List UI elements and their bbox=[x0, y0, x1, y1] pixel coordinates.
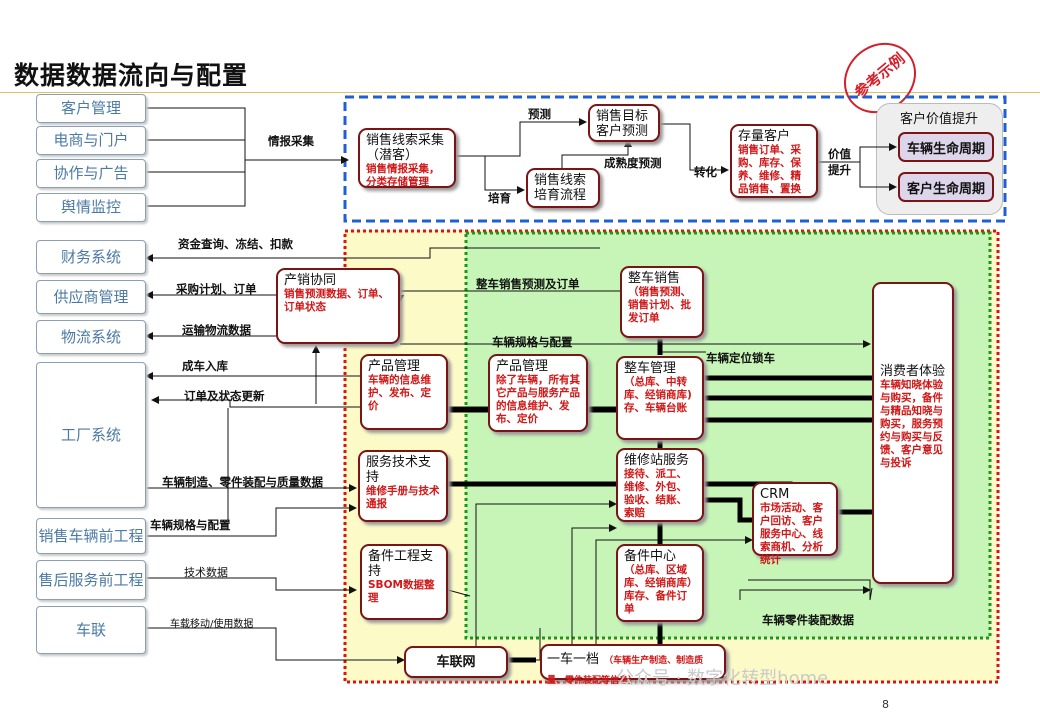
label-mfg: 车辆制造、零件装配与质量数据 bbox=[162, 475, 323, 489]
value-group-title: 客户价值提升 bbox=[900, 112, 979, 127]
source-opinion: 舆情监控 bbox=[36, 193, 146, 222]
one-car-title: 一车一档 bbox=[547, 652, 600, 667]
label-convert: 转化 bbox=[694, 165, 717, 179]
service-tech-sub: 维修手册与技术通报 bbox=[366, 485, 440, 510]
label-nurture: 培育 bbox=[488, 191, 511, 205]
one-car-sub: （车辆生产制造、制造质量、零件装配等信息） bbox=[547, 656, 704, 686]
parts-center-sub: （总库、区域库、经销商库）库存、备件订单 bbox=[624, 564, 693, 615]
label-parts-data: 车辆零件装配数据 bbox=[762, 613, 854, 627]
consumer-title: 消费者体验 bbox=[880, 364, 946, 379]
one-car-box: 一车一档 （车辆生产制造、制造质量、零件装配等信息） bbox=[540, 644, 726, 686]
telematics-net-label: 车联网 bbox=[436, 655, 476, 670]
parts-eng-sub: SBOM数据整理 bbox=[368, 579, 435, 604]
prod-collab-box: 产销协同 销售预测数据、订单、订单状态 bbox=[276, 268, 400, 344]
page-title: 数据数据流向与配置 bbox=[14, 61, 249, 90]
green-dashed-border bbox=[464, 231, 992, 640]
label-forecast: 预测 bbox=[528, 107, 551, 121]
vehicle-mgmt-sub: （总库、中转库、经销商库)存、车辆台账 bbox=[624, 376, 692, 414]
product-mgmt2-title: 产品管理 bbox=[496, 359, 549, 374]
label-inbound: 成车入库 bbox=[182, 359, 228, 373]
lead-collect-title: 销售线索采集（潜客） bbox=[366, 133, 445, 163]
parts-center-box: 备件中心 （总库、区域库、经销商库）库存、备件订单 bbox=[616, 544, 704, 622]
label-order-status: 订单及状态更新 bbox=[184, 389, 265, 403]
product-mgmt-title: 产品管理 bbox=[368, 359, 421, 374]
label-funds: 资金查询、冻结、扣款 bbox=[178, 237, 293, 251]
product-mgmt2-sub: 除了车辆，所有其它产品与服务产品的信息维护、发布、定价 bbox=[496, 374, 580, 425]
lead-collect-box: 销售线索采集（潜客） 销售情报采集，分类存储管理 bbox=[358, 128, 456, 188]
source-customer: 客户管理 bbox=[36, 94, 146, 123]
label-purchase: 采购计划、订单 bbox=[176, 282, 257, 296]
parts-eng-box: 备件工程支持 SBOM数据整理 bbox=[360, 544, 448, 620]
customer-lifecycle-box: 客户生命周期 bbox=[898, 172, 994, 202]
crm-sub: 市场活动、客户回访、客户服务中心、线索商机、分析统计 bbox=[760, 502, 823, 566]
label-spec: 车辆规格与配置 bbox=[150, 518, 231, 532]
source-supplier: 供应商管理 bbox=[36, 280, 146, 314]
prod-collab-title: 产销协同 bbox=[284, 273, 337, 288]
stock-title: 存量客户 bbox=[738, 129, 791, 144]
label-spec2: 车辆规格与配置 bbox=[492, 335, 573, 349]
vehicle-sales-box: 整车销售 （销售预测、销售计划、批发订单 bbox=[620, 266, 704, 338]
vehicle-mgmt-title: 整车管理 bbox=[624, 361, 677, 376]
title-divider bbox=[0, 92, 1040, 93]
label-intel: 情报采集 bbox=[268, 134, 314, 148]
source-finance: 财务系统 bbox=[36, 240, 146, 274]
consumer-sub: 车辆知晓体验与购买，备件与精品知晓与购买，服务预约与购买与反馈、客户意见与投诉 bbox=[880, 379, 943, 469]
vehicle-sales-title: 整车销售 bbox=[628, 271, 681, 286]
lead-nurture-box: 销售线索培育流程 bbox=[526, 168, 600, 208]
service-tech-title: 服务技术支持 bbox=[366, 455, 432, 485]
label-transport: 运输物流数据 bbox=[182, 323, 251, 337]
source-telematics: 车联 bbox=[36, 606, 146, 654]
label-telem-data: 车载移动/使用数据 bbox=[170, 619, 254, 630]
parts-center-title: 备件中心 bbox=[624, 549, 677, 564]
label-lock: 车辆定位锁车 bbox=[706, 351, 775, 365]
sales-target-box: 销售目标客户预测 bbox=[588, 104, 660, 142]
product-mgmt2-box: 产品管理 除了车辆，所有其它产品与服务产品的信息维护、发布、定价 bbox=[488, 354, 588, 432]
source-sales-presale: 销售车辆前工程 bbox=[36, 518, 146, 554]
label-tech-data: 技术数据 bbox=[184, 566, 228, 579]
source-aftersales: 售后服务前工程 bbox=[36, 560, 146, 600]
repair-title: 维修站服务 bbox=[624, 453, 690, 468]
source-ecommerce: 电商与门户 bbox=[36, 126, 146, 155]
prod-collab-sub: 销售预测数据、订单、订单状态 bbox=[284, 288, 389, 313]
source-factory: 工厂系统 bbox=[36, 362, 146, 508]
crm-box: CRM 市场活动、客户回访、客户服务中心、线索商机、分析统计 bbox=[752, 482, 838, 566]
stock-sub: 销售订单、采购、库存、保养、维修、精品销售、置换 bbox=[738, 144, 801, 195]
source-collab: 协作与广告 bbox=[36, 159, 146, 188]
watermark: 公众号 · 数字化转型home bbox=[616, 668, 829, 689]
service-tech-box: 服务技术支持 维修手册与技术通报 bbox=[358, 450, 448, 522]
crm-title: CRM bbox=[760, 487, 790, 502]
product-mgmt-sub: 车辆的信息维护、发布、定价 bbox=[368, 374, 431, 412]
page-number: 8 bbox=[882, 698, 889, 711]
parts-eng-title: 备件工程支持 bbox=[368, 549, 434, 579]
source-logistics: 物流系统 bbox=[36, 320, 146, 354]
repair-box: 维修站服务 接待、派工、维修、外包、验收、结账、索赔 bbox=[616, 448, 704, 522]
product-mgmt-box: 产品管理 车辆的信息维护、发布、定价 bbox=[360, 354, 448, 430]
lead-collect-sub: 销售情报采集，分类存储管理 bbox=[366, 163, 440, 188]
label-maturity: 成熟度预测 bbox=[604, 156, 662, 170]
vehicle-sales-sub: （销售预测、销售计划、批发订单 bbox=[628, 286, 691, 324]
stock-customer-box: 存量客户 销售订单、采购、库存、保养、维修、精品销售、置换 bbox=[730, 124, 818, 198]
label-vs-forecast: 整车销售预测及订单 bbox=[476, 277, 580, 291]
sales-target-label: 销售目标客户预测 bbox=[596, 109, 649, 139]
red-dashed-border bbox=[343, 229, 1000, 684]
consumer-box: 消费者体验 车辆知晓体验与购买，备件与精品知晓与购买，服务预约与购买与反馈、客户… bbox=[872, 282, 954, 584]
vehicle-mgmt-box: 整车管理 （总库、中转库、经销商库)存、车辆台账 bbox=[616, 356, 704, 440]
repair-sub: 接待、派工、维修、外包、验收、结账、索赔 bbox=[624, 468, 687, 519]
lead-nurture-label: 销售线索培育流程 bbox=[534, 173, 587, 203]
telematics-net-box: 车联网 bbox=[404, 646, 508, 678]
vehicle-lifecycle-box: 车辆生命周期 bbox=[898, 132, 994, 162]
label-value-up: 价值提升 bbox=[828, 147, 851, 177]
